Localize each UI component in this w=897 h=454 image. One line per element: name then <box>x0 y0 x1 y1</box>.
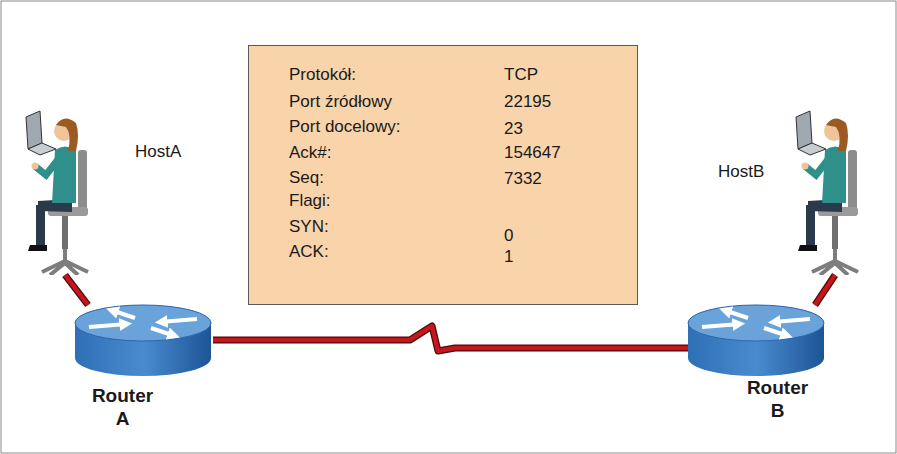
host-figure <box>796 111 858 275</box>
packet-info-panel: Protokół: TCP Port źródłowy 22195Port docel… <box>248 45 638 305</box>
link-outline <box>213 326 688 351</box>
host-figure <box>26 111 88 275</box>
router-label: Router A <box>85 385 160 431</box>
packet-field: Port źródłowy <box>289 92 392 112</box>
host-figure <box>26 111 88 275</box>
packet-field: 0 <box>504 226 513 246</box>
link-line <box>815 275 835 305</box>
host-node: HostA <box>15 90 190 275</box>
router-label: Router B <box>740 377 815 423</box>
router-icon <box>75 305 211 376</box>
router-icon <box>688 305 824 376</box>
host-node: HostB <box>700 90 880 275</box>
packet-field: Seq: <box>289 168 324 188</box>
serial-link <box>213 326 688 351</box>
serial-link <box>815 275 835 305</box>
packet-field: 7332 <box>504 169 542 189</box>
packet-field: Flagi: <box>289 191 331 211</box>
packet-field: ACK: <box>289 242 329 262</box>
link-line <box>65 275 88 305</box>
packet-field: 22195 <box>504 92 551 112</box>
packet-field: SYN: <box>289 217 329 237</box>
link-outline <box>815 275 835 305</box>
packet-field: 154647 <box>504 143 561 163</box>
router-node: Router B <box>688 305 824 450</box>
host-label: HostA <box>135 142 181 162</box>
packet-field: Port docelowy: <box>289 117 401 137</box>
host-figure <box>796 111 858 275</box>
packet-field: TCP <box>504 65 538 85</box>
serial-link <box>65 275 88 305</box>
router-icon <box>75 305 211 376</box>
packet-field: 1 <box>504 247 513 267</box>
link-outline <box>65 275 88 305</box>
router-icon <box>688 305 824 376</box>
packet-field: Ack#: <box>289 143 332 163</box>
packet-field: Protokół: <box>289 65 356 85</box>
router-node: Router A <box>75 305 213 450</box>
link-line <box>213 326 688 351</box>
packet-field: 23 <box>504 119 523 139</box>
host-label: HostB <box>718 162 764 182</box>
